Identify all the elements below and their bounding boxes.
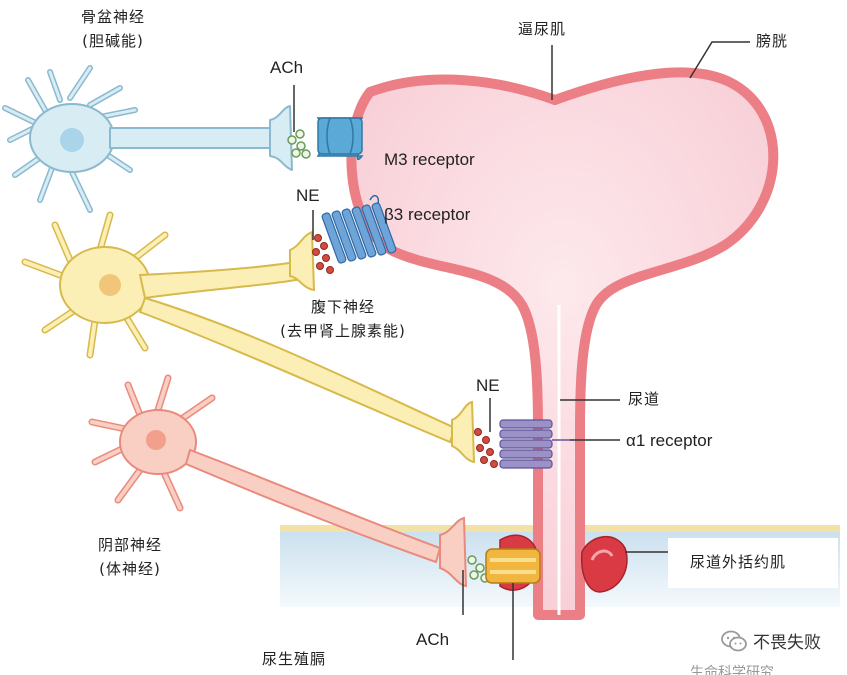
wechat-icon [721,630,747,651]
pudendal-nerve-sublabel: (体神经) [99,560,161,578]
ne-vesicles-lower [474,428,498,468]
pudendal-nerve-label: 阴部神经 [97,536,163,554]
ach-bottom-label: ACh [416,630,450,649]
bladder-shape [346,67,779,620]
m3-receptor-label: M3 receptor [384,150,475,169]
beta3-text: 3 receptor [393,205,471,224]
m3-receptor-shape [316,117,364,160]
hypogastric-nerve-sublabel: (去甲肾上腺素能) [280,322,406,340]
ne-upper-label: NE [296,186,320,205]
alpha1-symbol: α [626,431,636,450]
external-sphincter-right-shape [580,535,628,593]
beta3-receptor-shape [321,194,397,264]
ne-lower-label: NE [476,376,500,395]
bladder-label: 膀胱 [756,32,789,50]
ne-vesicles-upper [312,234,334,274]
sphincter-label-box [668,538,838,588]
urogenital-diaphragm-label: 尿生殖膈 [262,650,327,668]
external-sphincter-label: 尿道外括约肌 [690,553,787,571]
nicotinic-receptor-shape [485,548,541,584]
beta3-receptor-label: β3 receptor [384,205,470,225]
pelvic-neuron [2,65,293,213]
pelvic-nerve-label: 骨盆神经 [80,8,146,26]
bladder-leader [689,41,750,79]
ach-vesicles-top [287,129,311,159]
watermark-name: 不畏失败 [753,633,821,653]
urethra-label: 尿道 [628,390,661,408]
alpha1-text: 1 receptor [635,431,713,450]
detrusor-label: 逼尿肌 [518,20,567,38]
beta3-symbol: β [384,205,394,224]
hypogastric-neuron [21,211,476,464]
hypogastric-nerve-label: 腹下神经 [310,298,376,316]
pelvic-nerve-sublabel: (胆碱能) [82,32,144,50]
alpha1-receptor-label: α1 receptor [626,431,712,451]
watermark-bottom: 生命科学研究 [690,665,774,675]
alpha1-receptor-shape [499,419,570,469]
watermark: 不畏失败 [721,628,821,653]
ach-top-label: ACh [270,58,304,77]
pudendal-neuron [88,374,468,588]
